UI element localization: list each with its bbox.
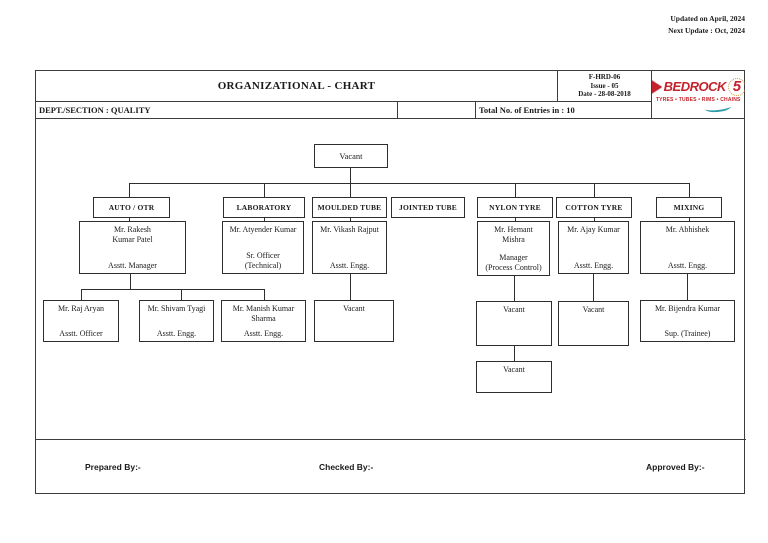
- connector-line: [81, 289, 82, 300]
- connector-line: [593, 274, 594, 301]
- connector-line: [129, 183, 690, 184]
- connector-line: [515, 218, 516, 221]
- staff-title: Asstt. Engg.: [573, 260, 614, 270]
- logo-cell: BEDROCK 5 TYRES • TUBES • RIMS • CHAINS: [651, 71, 745, 119]
- connector-line: [130, 274, 131, 289]
- staff-title: Asstt. Engg.: [156, 328, 197, 338]
- staff-title: Asstt. Engg.: [667, 260, 708, 270]
- staff-title: Asstt. Engg.: [243, 328, 284, 338]
- dept-section-label: DEPT./SECTION : QUALITY: [36, 102, 397, 119]
- org-box-vacant-cotton: Vacant: [558, 301, 629, 346]
- dept-box-moulded-tube: MOULDED TUBE: [312, 197, 387, 218]
- staff-name: Mr. Raj Aryan: [58, 304, 104, 313]
- staff-name: Mr. Vikash Rajput: [320, 225, 379, 234]
- total-entries-label: Total No. of Entries in : 10: [475, 102, 651, 119]
- org-box-abhishek: Mr. Abhishek Asstt. Engg.: [640, 221, 735, 274]
- connector-line: [689, 183, 690, 197]
- connector-line: [514, 276, 515, 301]
- staff-name: Mr. Hemant Mishra: [494, 225, 533, 244]
- org-box-hemant: Mr. Hemant Mishra Manager (Process Contr…: [477, 221, 550, 276]
- form-code: F-HRD-06: [588, 73, 621, 82]
- staff-name: Mr. Bijendra Kumar: [654, 304, 721, 313]
- connector-line: [689, 218, 690, 221]
- teal-swoosh-icon: [704, 101, 732, 113]
- connector-line: [350, 218, 351, 221]
- staff-title: Sup. (Trainee): [664, 328, 711, 338]
- org-box-atyender: Mr. Atyender Kumar Sr. Officer (Technica…: [222, 221, 304, 274]
- bedrock-wordmark: BEDROCK: [663, 79, 727, 94]
- org-box-bijendra: Mr. Bijendra Kumar Sup. (Trainee): [640, 300, 735, 342]
- update-info: Updated on April, 2024 Next Update : Oct…: [668, 13, 745, 37]
- dept-box-auto-otr: AUTO / OTR: [93, 197, 170, 218]
- form-date: Date - 28-08-2018: [578, 90, 631, 99]
- staff-title: Asstt. Manager: [108, 260, 157, 270]
- connector-line: [350, 274, 351, 300]
- org-chart-document: ORGANIZATIONAL - CHART F-HRD-06 Issue - …: [35, 70, 746, 494]
- staff-name: Mr. Ajay Kumar: [567, 225, 620, 234]
- staff-name: Mr. Abhishek: [665, 225, 710, 234]
- staff-name: Vacant: [503, 365, 525, 374]
- org-box-manish: Mr. Manish Kumar Sharma Asstt. Engg.: [221, 300, 306, 342]
- org-box-shivam: Mr. Shivam Tyagi Asstt. Engg.: [139, 300, 214, 342]
- connector-line: [264, 218, 265, 221]
- bedrock-logo: BEDROCK 5 TYRES • TUBES • RIMS • CHAINS: [651, 71, 745, 118]
- staff-name: Vacant: [343, 304, 365, 313]
- org-box-vacant-moulded: Vacant: [314, 300, 394, 342]
- connector-line: [264, 183, 265, 197]
- dept-box-jointed-tube: JOINTED TUBE: [391, 197, 465, 218]
- org-box-rakesh: Mr. Rakesh Kumar Patel Asstt. Manager: [79, 221, 186, 274]
- connector-line: [350, 183, 351, 197]
- connector-line: [81, 289, 265, 290]
- updated-on-text: Updated on April, 2024: [670, 14, 745, 23]
- prepared-by-label: Prepared By:-: [85, 462, 141, 472]
- staff-name: Vacant: [503, 305, 525, 314]
- signature-row: Prepared By:- Checked By:- Approved By:-: [36, 439, 746, 494]
- empty-cell: [397, 102, 475, 119]
- checked-by-label: Checked By:-: [319, 462, 374, 472]
- dept-box-laboratory: LABORATORY: [223, 197, 305, 218]
- org-box-vikash: Mr. Vikash Rajput Asstt. Engg.: [312, 221, 387, 274]
- page-title: ORGANIZATIONAL - CHART: [36, 71, 557, 102]
- next-update-text: Next Update : Oct, 2024: [668, 26, 745, 35]
- staff-name: Mr. Atyender Kumar: [229, 225, 297, 234]
- dept-box-cotton-tyre: COTTON TYRE: [556, 197, 632, 218]
- connector-line: [515, 183, 516, 197]
- connector-line: [594, 183, 595, 197]
- golden-ring-icon: [727, 77, 745, 96]
- staff-name: Mr. Manish Kumar Sharma: [232, 304, 295, 323]
- numeral-five: 5: [732, 78, 742, 95]
- staff-name: Vacant: [582, 305, 605, 314]
- staff-title: Asstt. Engg.: [329, 260, 370, 270]
- connector-line: [350, 168, 351, 183]
- org-box-vacant-nylon-2: Vacant: [476, 361, 552, 393]
- bedrock-tagline: TYRES • TUBES • RIMS • CHAINS: [655, 96, 741, 103]
- staff-name: Mr. Shivam Tyagi: [147, 304, 206, 313]
- org-box-vacant-nylon-1: Vacant: [476, 301, 552, 346]
- org-box-ajay: Mr. Ajay Kumar Asstt. Engg.: [558, 221, 629, 274]
- connector-line: [181, 289, 182, 300]
- connector-line: [594, 218, 595, 221]
- org-box-raj: Mr. Raj Aryan Asstt. Officer: [43, 300, 119, 342]
- connector-line: [514, 346, 515, 361]
- logo-row: BEDROCK 5: [651, 77, 745, 96]
- root-label: Vacant: [339, 151, 363, 161]
- staff-name: Mr. Rakesh Kumar Patel: [112, 225, 153, 244]
- staff-title: Sr. Officer (Technical): [244, 251, 282, 270]
- connector-line: [687, 274, 688, 300]
- staff-title: Manager (Process Control): [485, 253, 542, 272]
- form-issue: Issue - 05: [590, 81, 619, 90]
- dept-box-mixing: MIXING: [656, 197, 722, 218]
- dept-box-nylon-tyre: NYLON TYRE: [477, 197, 553, 218]
- bedrock-50-emblem: 5: [727, 77, 745, 96]
- approved-by-label: Approved By:-: [646, 462, 705, 472]
- connector-line: [129, 183, 130, 197]
- bedrock-triangle-icon: [651, 79, 662, 94]
- org-box-root-vacant: Vacant: [314, 144, 388, 168]
- connector-line: [129, 218, 130, 221]
- connector-line: [264, 289, 265, 300]
- form-info-cell: F-HRD-06 Issue - 05 Date - 28-08-2018: [557, 71, 651, 102]
- staff-title: Asstt. Officer: [59, 328, 103, 338]
